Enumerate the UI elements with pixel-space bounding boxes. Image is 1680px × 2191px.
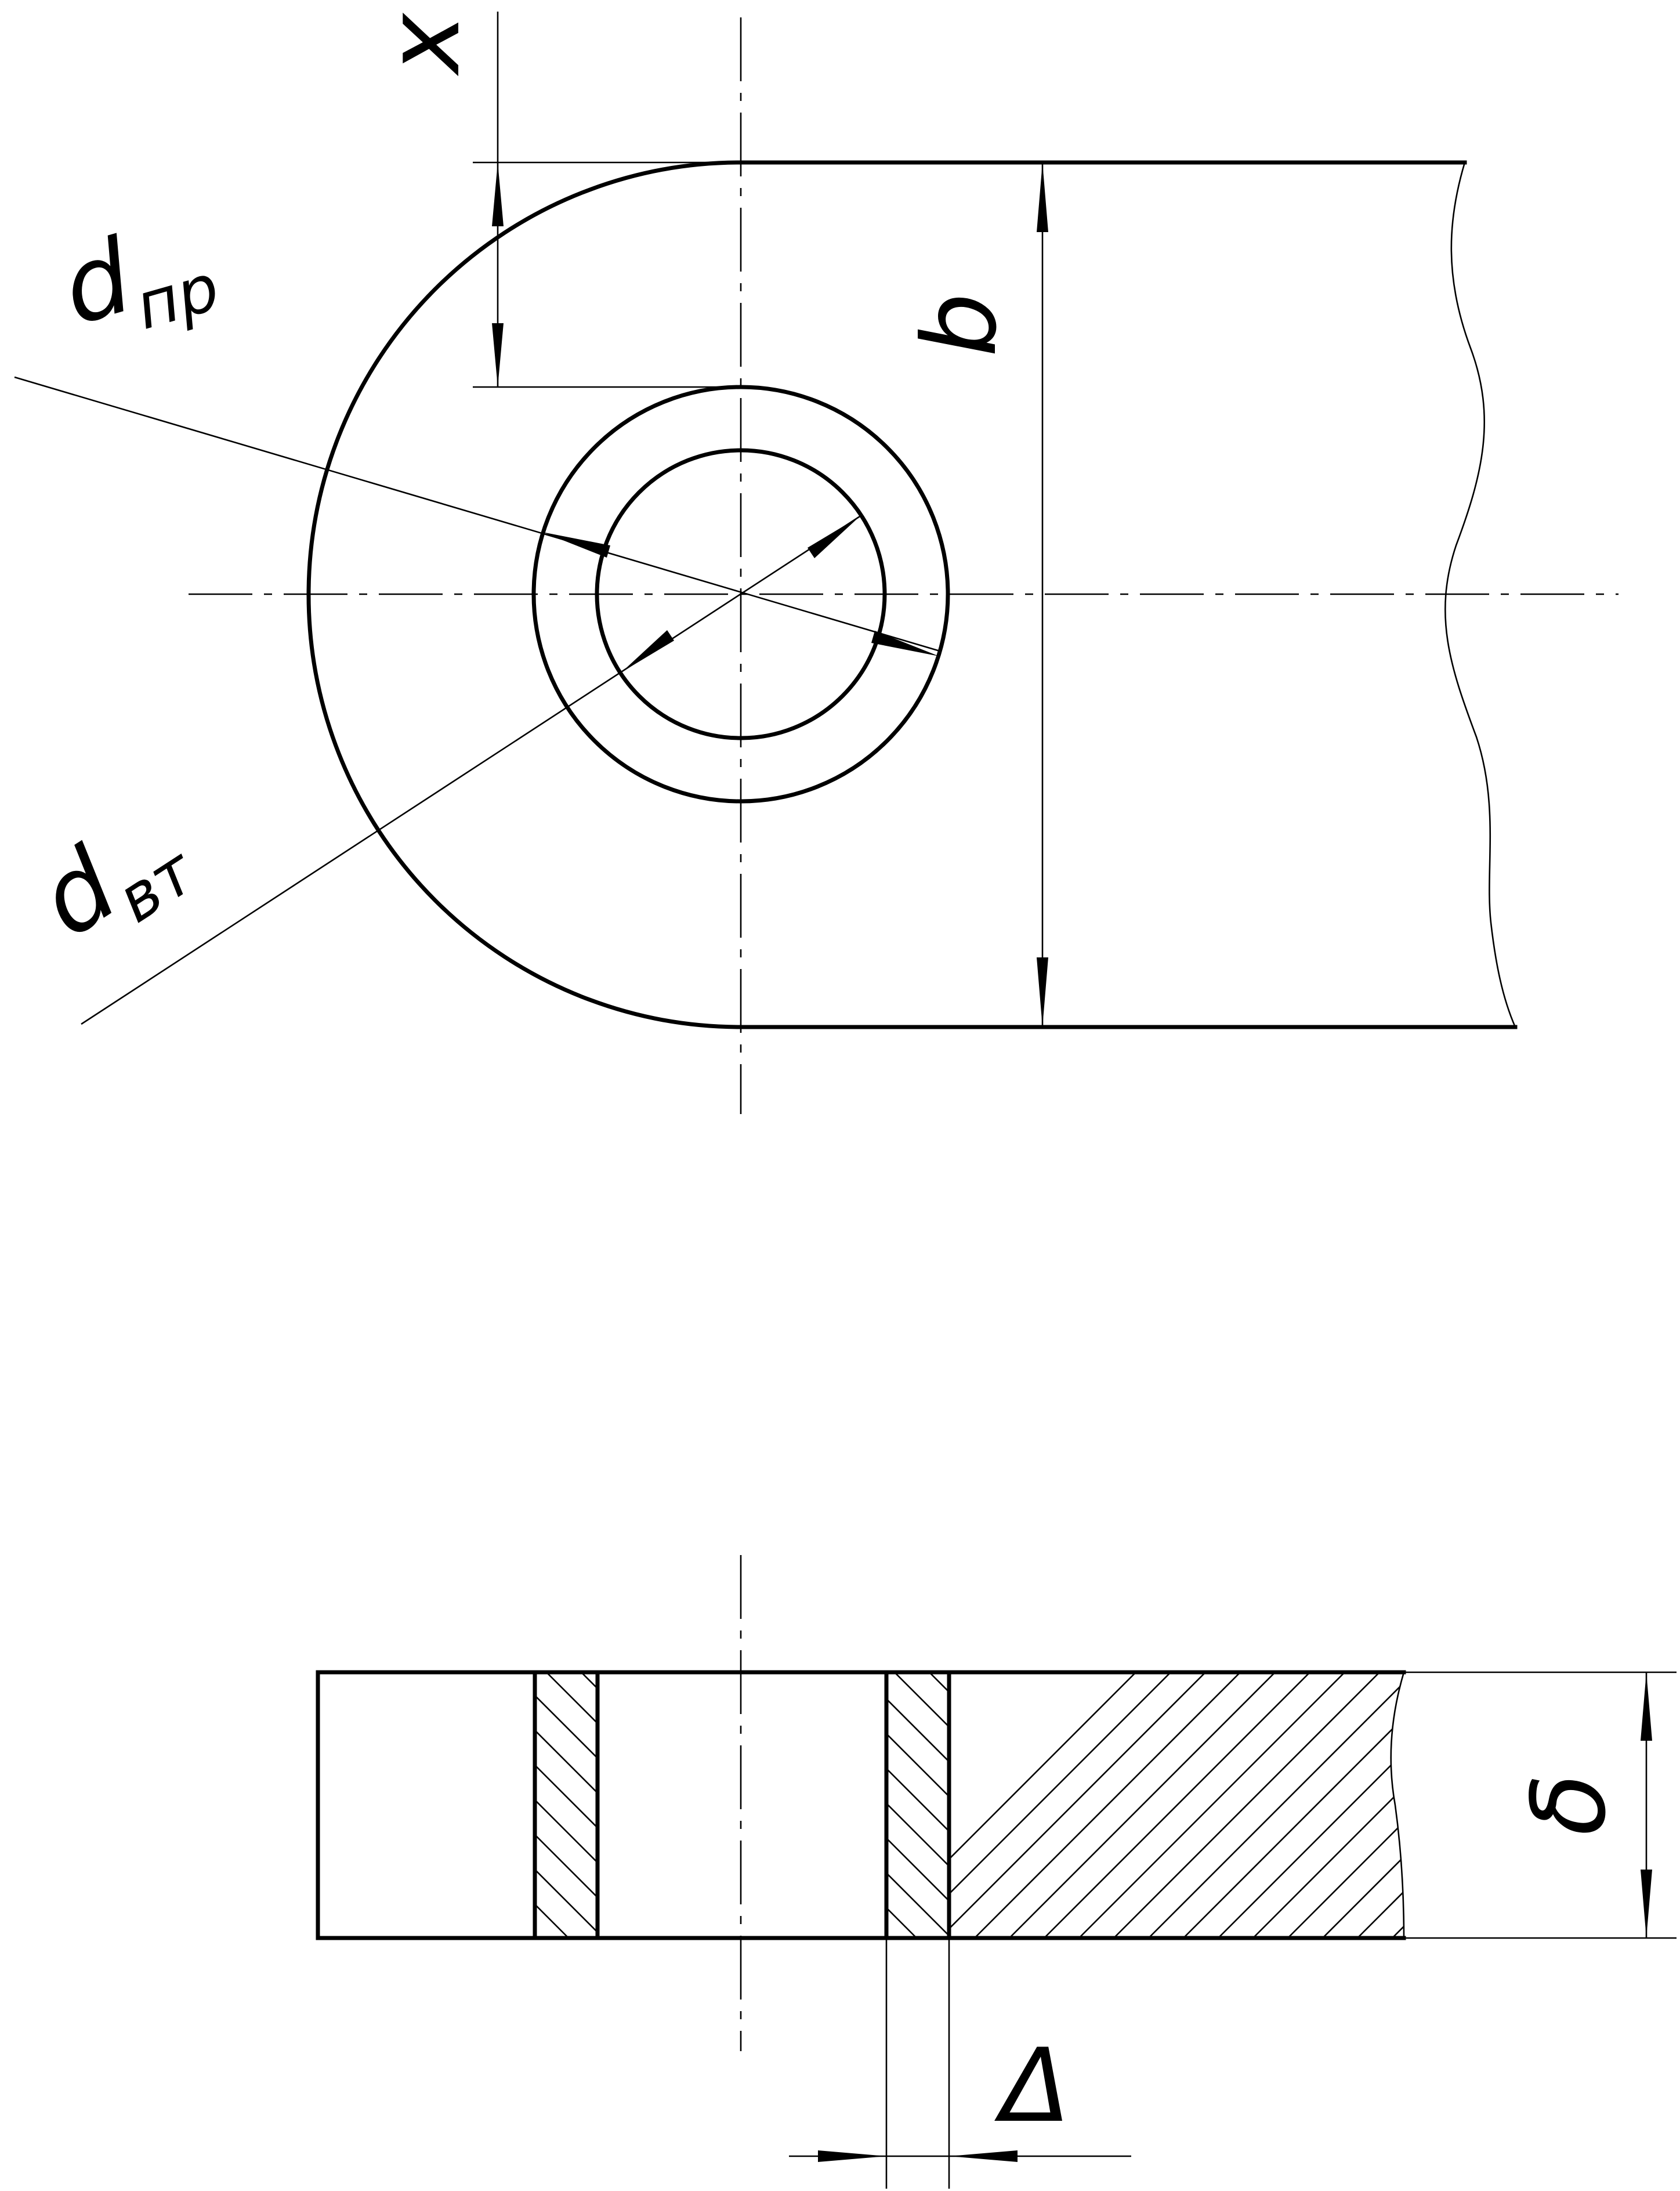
d-pr-label: dпр — [50, 195, 227, 362]
d-pr-leader-line — [14, 376, 940, 652]
section-outline-left — [316, 1670, 743, 1940]
section-outline-right — [738, 1670, 1406, 1940]
break-line-top — [1444, 162, 1516, 1028]
delta-big-label: Δ — [994, 2027, 1070, 2145]
x-label: x — [365, 12, 483, 77]
d-pr-arrow-right — [871, 631, 939, 656]
b-arrow-bottom — [1037, 957, 1048, 1027]
b-label: b — [901, 292, 1019, 357]
delta-big-arrow-left — [818, 2150, 886, 2162]
section-view: δ Δ — [58, 1555, 1677, 2189]
delta-small-arrow-bottom — [1641, 1870, 1652, 1938]
b-arrow-top — [1037, 162, 1048, 232]
d-vt-arrow-lower — [622, 630, 674, 672]
x-arrow-top — [492, 162, 504, 226]
d-vt-leader-line — [81, 515, 860, 1025]
d-pr-arrow-left — [542, 532, 610, 558]
delta-small-label: δ — [1511, 1773, 1628, 1835]
hatch-right-plate — [949, 1672, 1404, 1938]
bushing-inner-circle — [595, 448, 887, 740]
hatch-left-plate — [58, 1648, 835, 1938]
lug-outline — [306, 160, 1518, 1029]
break-line-section — [1390, 1672, 1405, 1939]
delta-small-arrow-top — [1641, 1672, 1652, 1741]
x-arrow-bottom — [492, 323, 504, 387]
delta-big-arrow-right — [949, 2150, 1018, 2162]
d-vt-arrow-upper — [808, 516, 860, 558]
d-vt-label: dвт — [19, 785, 208, 972]
hatch-left-bushing — [535, 1672, 598, 1938]
top-view: x b dпр dвт — [14, 12, 1619, 1114]
